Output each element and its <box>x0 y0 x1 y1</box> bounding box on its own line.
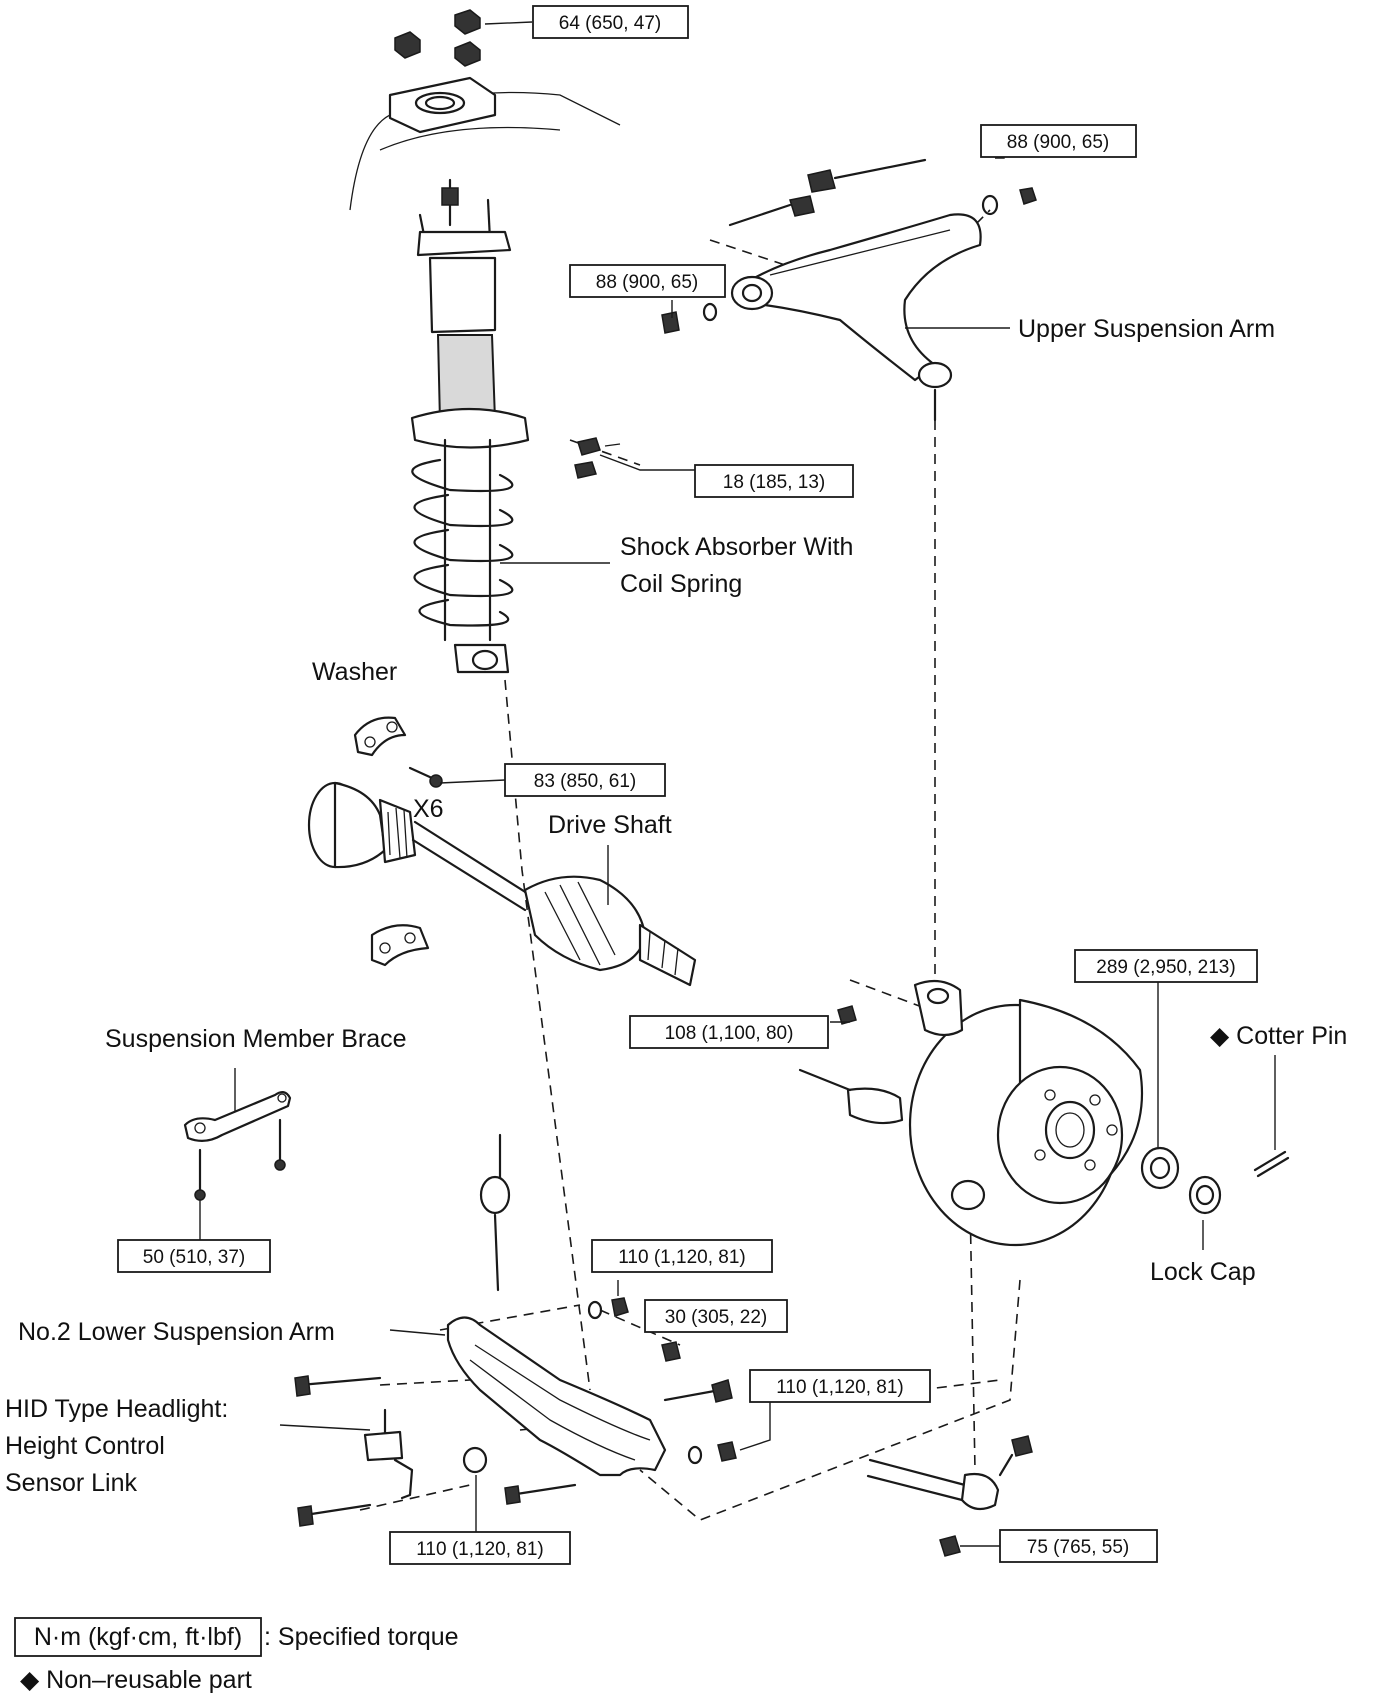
svg-text:110 (1,120, 81): 110 (1,120, 81) <box>776 1377 903 1398</box>
svg-text:110 (1,120, 81): 110 (1,120, 81) <box>618 1247 745 1268</box>
cotter-pin <box>1253 1150 1290 1178</box>
label-x6: X6 <box>413 795 444 823</box>
upper-suspension-arm <box>661 158 1037 422</box>
torque-hub-nut: 289 (2,950, 213) <box>1074 949 1258 983</box>
svg-text:289 (2,950, 213): 289 (2,950, 213) <box>1096 957 1235 978</box>
suspension-member-brace <box>183 1091 292 1201</box>
legend-unit-desc: : Specified torque <box>264 1623 459 1651</box>
torque-upper-mount: 64 (650, 47) <box>532 5 689 39</box>
label-lock-cap: Lock Cap <box>1150 1258 1256 1286</box>
driveshaft-bolt <box>408 766 443 788</box>
svg-text:75 (765, 55): 75 (765, 55) <box>1027 1537 1129 1558</box>
lock-cap <box>1188 1175 1222 1215</box>
svg-text:30 (305, 22): 30 (305, 22) <box>665 1307 767 1328</box>
svg-text:88 (900, 65): 88 (900, 65) <box>1007 132 1109 153</box>
svg-text:108 (1,100, 80): 108 (1,100, 80) <box>665 1023 794 1044</box>
svg-text:110 (1,120, 81): 110 (1,120, 81) <box>416 1539 543 1560</box>
label-washer: Washer <box>312 658 397 686</box>
label-hid-line2: Height Control <box>5 1432 165 1460</box>
washer-bottom <box>370 924 430 967</box>
shock-absorber-with-coil-spring <box>410 178 621 674</box>
torque-bracket-bolts: 18 (185, 13) <box>694 464 854 498</box>
torque-knuckle-nut: 108 (1,100, 80) <box>629 1015 829 1049</box>
torque-lower-right: 110 (1,120, 81) <box>749 1369 931 1403</box>
legend: N·m (kgf·cm, ft·lbf) : Specified torque … <box>14 1617 459 1694</box>
legend-nonreusable: ◆ Non–reusable part <box>20 1666 252 1694</box>
label-hid-line3: Sensor Link <box>5 1469 138 1497</box>
label-upper-suspension-arm: Upper Suspension Arm <box>1018 315 1275 343</box>
svg-text:18 (185, 13): 18 (185, 13) <box>723 472 825 493</box>
label-shock-absorber-line2: Coil Spring <box>620 570 742 598</box>
upper-mount <box>349 9 621 211</box>
leader-lines <box>199 21 1276 1547</box>
label-shock-absorber-line1: Shock Absorber With <box>620 533 853 561</box>
washer-top <box>353 716 407 757</box>
label-suspension-member-brace: Suspension Member Brace <box>105 1025 407 1053</box>
legend-unit-box: N·m (kgf·cm, ft·lbf) <box>34 1623 242 1651</box>
svg-text:50 (510, 37): 50 (510, 37) <box>143 1247 245 1268</box>
label-hid-line1: HID Type Headlight: <box>5 1395 228 1423</box>
svg-text:88 (900, 65): 88 (900, 65) <box>596 272 698 293</box>
stabilizer-link <box>866 1435 1033 1557</box>
torque-upper-arm-left: 88 (900, 65) <box>569 264 726 298</box>
torque-stabilizer: 75 (765, 55) <box>999 1529 1158 1563</box>
torque-lower-small: 30 (305, 22) <box>644 1299 788 1333</box>
hub-nut <box>1140 1146 1180 1190</box>
label-cotter-pin: ◆ Cotter Pin <box>1210 1022 1347 1050</box>
label-drive-shaft: Drive Shaft <box>548 811 672 839</box>
torque-lower-bottom: 110 (1,120, 81) <box>389 1531 571 1565</box>
svg-text:83 (850, 61): 83 (850, 61) <box>534 771 636 792</box>
steering-knuckle-hub <box>798 979 1144 1247</box>
torque-upper-arm-right: 88 (900, 65) <box>980 124 1137 158</box>
torque-driveshaft: 83 (850, 61) <box>504 763 666 797</box>
lower-suspension-arm <box>294 1133 737 1505</box>
hid-height-control-sensor-link <box>297 1408 414 1527</box>
label-lower-suspension-arm: No.2 Lower Suspension Arm <box>18 1318 335 1346</box>
svg-text:64 (650, 47): 64 (650, 47) <box>559 13 661 34</box>
torque-lower-nut-top: 110 (1,120, 81) <box>591 1239 773 1273</box>
drive-shaft <box>307 781 697 987</box>
torque-brace-bolt: 50 (510, 37) <box>117 1239 271 1273</box>
